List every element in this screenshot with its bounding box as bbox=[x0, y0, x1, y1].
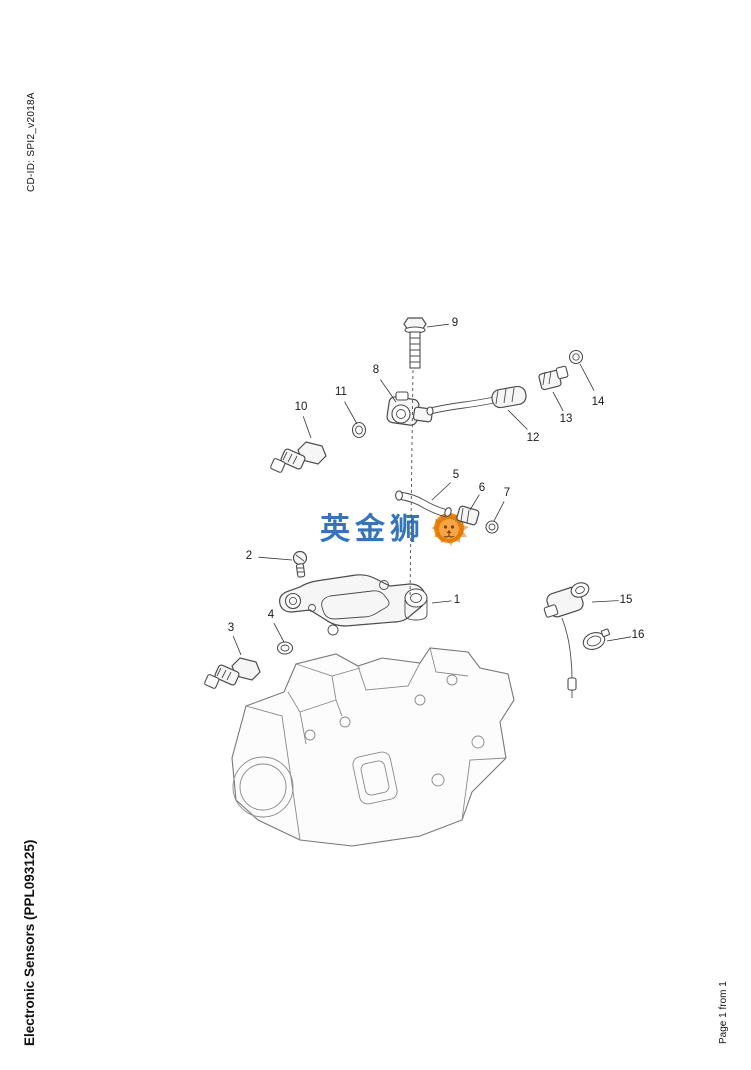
part-sensor-8 bbox=[386, 391, 433, 426]
callout-label-13: 13 bbox=[560, 413, 573, 425]
callout-leader-12 bbox=[507, 409, 528, 430]
part-washer-4 bbox=[276, 641, 294, 655]
callout-leader-13 bbox=[552, 391, 564, 412]
callout-leader-16 bbox=[606, 636, 632, 642]
callout-label-3: 3 bbox=[228, 622, 234, 634]
part-sensor-10 bbox=[270, 441, 327, 473]
engine-block-outline bbox=[231, 647, 515, 847]
callout-leader-2 bbox=[258, 556, 293, 561]
callout-label-6: 6 bbox=[479, 482, 485, 494]
callout-leader-3 bbox=[232, 635, 242, 656]
callout-label-5: 5 bbox=[453, 469, 459, 481]
callout-label-1: 1 bbox=[454, 594, 460, 606]
callout-label-15: 15 bbox=[620, 594, 633, 606]
part-ring-7 bbox=[485, 520, 499, 534]
callout-label-2: 2 bbox=[246, 550, 252, 562]
callout-label-11: 11 bbox=[335, 386, 347, 398]
callout-leader-6 bbox=[469, 494, 480, 511]
part-clamp-16 bbox=[582, 628, 611, 650]
part-screw-2 bbox=[292, 550, 308, 578]
part-washer-11 bbox=[351, 421, 367, 439]
callout-leader-14 bbox=[579, 363, 595, 391]
part-sensor-3 bbox=[204, 657, 261, 689]
callout-label-7: 7 bbox=[504, 487, 510, 499]
callout-leader-15 bbox=[591, 600, 619, 603]
callout-leader-9 bbox=[426, 323, 449, 328]
part-pipe-5 bbox=[395, 490, 452, 518]
part-pipe-12 bbox=[426, 385, 527, 416]
part-bolt-9 bbox=[403, 317, 427, 369]
part-fitting-13 bbox=[538, 365, 569, 391]
part-bracket-1 bbox=[279, 574, 428, 636]
callout-leader-1 bbox=[431, 600, 452, 604]
callout-label-10: 10 bbox=[295, 401, 308, 413]
callout-leader-11 bbox=[344, 401, 358, 425]
part-sensor-15 bbox=[543, 582, 590, 698]
callout-leader-4 bbox=[273, 622, 285, 643]
callout-leader-7 bbox=[493, 501, 505, 522]
callout-label-14: 14 bbox=[592, 396, 605, 408]
callout-label-4: 4 bbox=[268, 609, 275, 621]
callout-label-16: 16 bbox=[632, 629, 645, 641]
callout-label-8: 8 bbox=[373, 364, 379, 376]
assembly-axis-line bbox=[409, 369, 414, 596]
callout-label-9: 9 bbox=[452, 317, 458, 329]
callout-leader-10 bbox=[302, 416, 312, 439]
part-fitting-6 bbox=[456, 505, 480, 526]
part-ring-14 bbox=[568, 349, 584, 365]
callout-leader-8 bbox=[380, 379, 397, 403]
callout-label-12: 12 bbox=[527, 432, 540, 444]
callout-leader-5 bbox=[431, 482, 451, 501]
